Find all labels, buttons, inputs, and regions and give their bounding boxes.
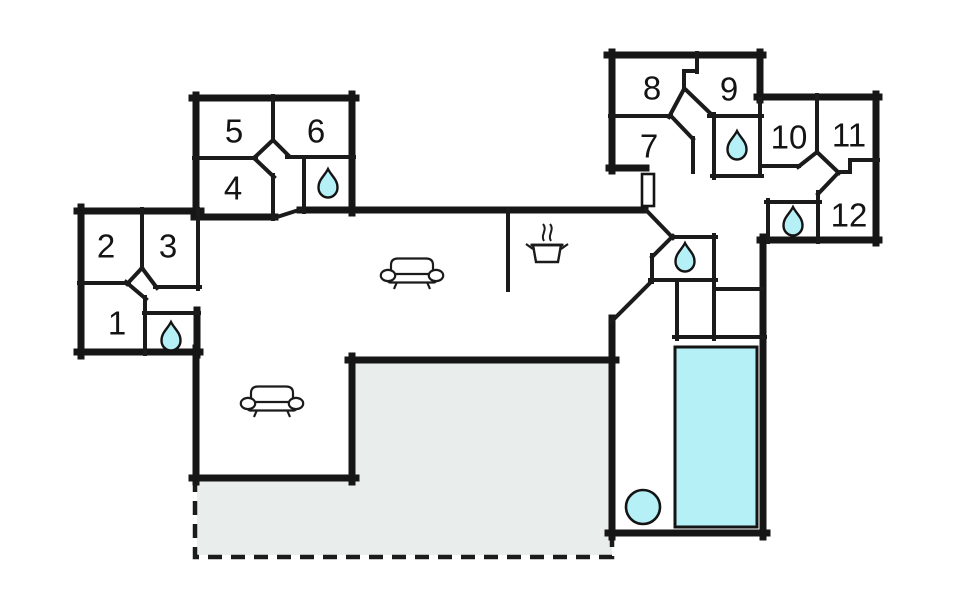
- sofa-icon: [239, 385, 305, 418]
- room-label-4: 4: [224, 170, 242, 207]
- entrance-door-icon: [640, 172, 656, 208]
- water-drop-icon: [674, 240, 696, 273]
- bathroom-icons: [160, 128, 804, 352]
- room-label-8: 8: [643, 70, 661, 107]
- room-labels: 1 2 3 4 5 6 7 8 9 10 11 12: [97, 70, 868, 342]
- room-label-7: 7: [640, 128, 658, 165]
- room-label-12: 12: [831, 197, 868, 234]
- room-label-6: 6: [307, 113, 325, 150]
- terrace-area: [197, 362, 612, 555]
- interior-walls: [77, 51, 880, 356]
- room-label-1: 1: [108, 305, 126, 342]
- room-label-9: 9: [720, 71, 738, 108]
- swimming-pool: [673, 345, 759, 529]
- room-label-3: 3: [159, 228, 177, 265]
- water-drop-icon: [726, 128, 748, 161]
- sofa-icon: [379, 257, 445, 290]
- exterior-walls: [73, 48, 883, 541]
- terrace-dashed-boundary: [192, 478, 615, 560]
- stove-icon: [525, 223, 569, 264]
- water-drop-icon: [782, 204, 804, 237]
- room-label-5: 5: [225, 113, 243, 150]
- steam-lines: [541, 223, 553, 242]
- room-label-11: 11: [832, 117, 866, 154]
- water-drop-icon: [317, 166, 339, 199]
- water-drop-icon: [160, 319, 182, 352]
- room-label-2: 2: [97, 228, 115, 265]
- hot-tub: [624, 488, 662, 526]
- room-label-10: 10: [771, 119, 808, 156]
